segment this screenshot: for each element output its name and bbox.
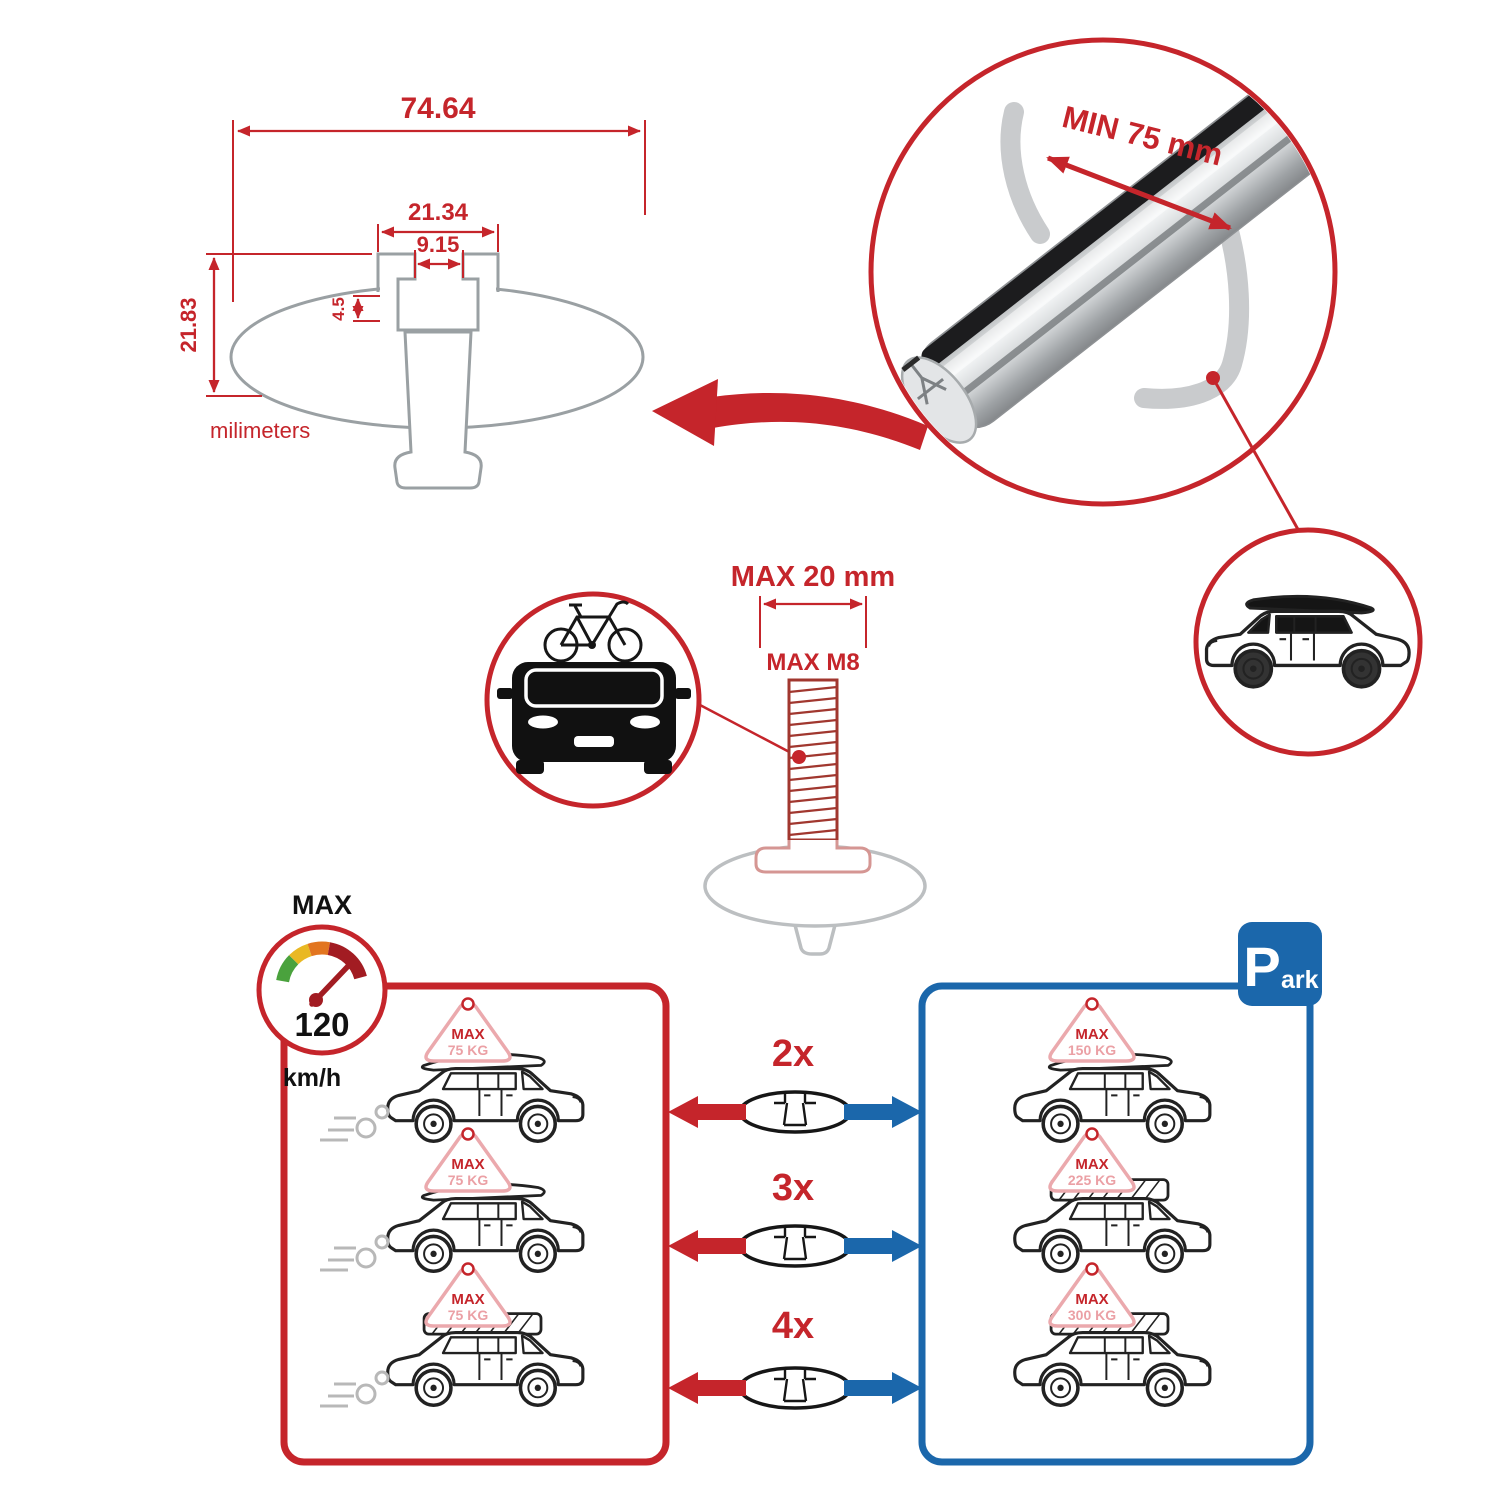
svg-text:225 KG: 225 KG [1068,1172,1116,1188]
bolt-callout-dot [792,750,806,764]
driving-car-row-2: MAX 75 KG [318,1126,585,1273]
gauge-unit: km/h [283,1064,341,1092]
svg-text:75 KG: 75 KG [448,1042,489,1058]
crossbar-photo [900,43,1332,444]
dim-height: 21.83 [176,297,201,352]
svg-text:MAX: MAX [451,1156,484,1173]
svg-text:75 KG: 75 KG [448,1307,489,1323]
svg-text:150 KG: 150 KG [1068,1042,1116,1058]
red-arrow-left [668,1372,746,1404]
bicycle-icon [543,600,643,663]
load-tag: MAX 300 KG [1048,1261,1136,1328]
callout-line [1211,377,1302,534]
dim-slot-inner: 9.15 [417,232,460,257]
t-slot-profile [376,252,500,332]
parking-car-row-1: MAX 150 KG [1012,996,1212,1143]
car-front-icon [497,662,691,774]
parking-sign-ark: ark [1281,966,1319,994]
count-label: 4x [772,1305,814,1347]
red-arrow-left [668,1230,746,1262]
min-span-arrow [1046,155,1232,231]
bar-count-row-2: 3x [668,1167,922,1268]
svg-text:MAX: MAX [1075,1291,1108,1308]
blue-arrow-right [844,1230,922,1262]
parking-sign: P ark [1238,922,1322,1006]
bar-cross-section-icon [738,1090,852,1134]
count-label: 2x [772,1033,814,1075]
parking-sign-p: P [1243,935,1280,998]
bolt-diagram: MAX 20 mm MAX M8 [703,561,927,956]
driving-car-row-1: MAX 75 KG [318,996,585,1143]
svg-text:MAX: MAX [1075,1026,1108,1043]
bolt-thread-label: MAX M8 [766,649,859,676]
load-tag: MAX 150 KG [1048,996,1136,1063]
driving-car-row-3: MAX 75 KG [318,1261,585,1408]
bar-cross-section-icon [738,1366,852,1410]
bolt-max-width-label: MAX 20 mm [731,561,895,593]
dim-lip: 4.5 [329,297,348,321]
parking-car-row-3: MAX 300 KG [1012,1261,1212,1407]
units-label: milimeters [210,418,310,443]
svg-text:MAX: MAX [1075,1156,1108,1173]
svg-text:MAX: MAX [451,1291,484,1308]
svg-text:MAX: MAX [451,1026,484,1043]
cross-section-diagram: 74.64 21.34 9.15 4.5 21.83 milimeters [176,92,646,490]
gauge-value: 120 [294,1006,349,1043]
bolt-callout-line [699,703,798,758]
parking-car-row-2: MAX 225 KG [1012,1126,1212,1273]
svg-text:75 KG: 75 KG [448,1172,489,1188]
speed-gauge: MAX 120 km/h [256,890,388,1092]
suv-roofbox-circle [1193,527,1423,757]
bar-count-row-3: 4x [668,1305,922,1410]
license-plate [574,736,614,747]
bolt-t-head [754,840,872,874]
blue-arrow-right [844,1372,922,1404]
blue-arrow-right [844,1096,922,1128]
bar-count-row-1: 2x [668,1033,922,1134]
profile-stem [393,330,483,490]
car-front-circle [484,591,798,809]
roof-rail-clamp-rear [1134,210,1250,409]
count-label: 3x [772,1167,814,1209]
headlight-right [630,715,660,729]
svg-text:300 KG: 300 KG [1068,1307,1116,1323]
dim-total-width: 74.64 [400,92,475,125]
crossbar-detail-circle: MIN 75 mm [868,37,1338,534]
pointer-arrow [652,379,928,450]
dim-slot-outer: 21.34 [408,199,469,226]
load-tag: MAX 75 KG [424,1261,512,1328]
load-tag: MAX 75 KG [424,1126,512,1193]
gauge-max-label: MAX [292,890,352,920]
load-tag: MAX 75 KG [424,996,512,1063]
load-tag: MAX 225 KG [1048,1126,1136,1193]
windshield [524,668,664,708]
red-arrow-left [668,1096,746,1128]
headlight-left [528,715,558,729]
bar-cross-section-icon [738,1224,852,1268]
roof-rail-clamp-front [1000,102,1050,244]
